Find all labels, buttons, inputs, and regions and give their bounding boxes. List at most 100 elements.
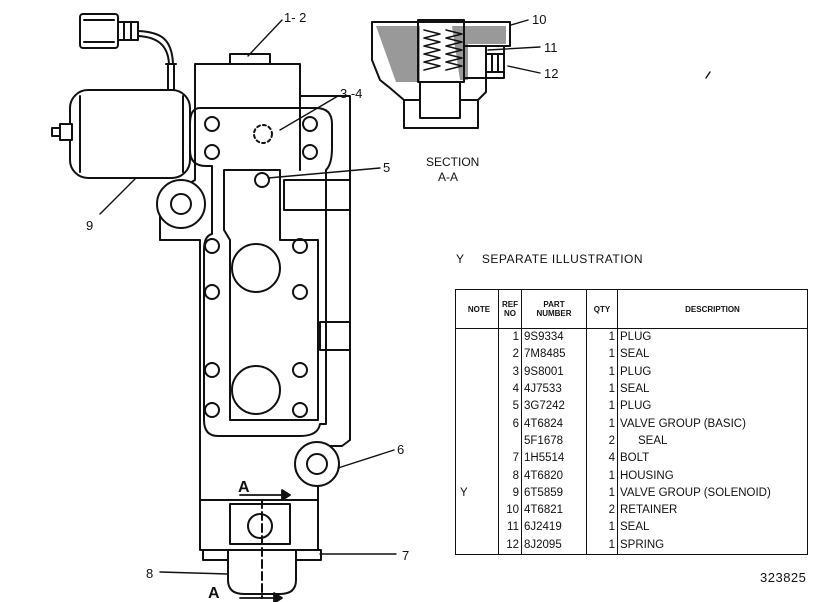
cell-ref: 2 (498, 346, 522, 364)
cell-qty: 1 (586, 519, 618, 537)
cell-part: 9S9334 (521, 328, 587, 347)
cell-desc: VALVE GROUP (SOLENOID) (617, 484, 808, 502)
cell-part: 6J2419 (521, 519, 587, 537)
cell-ref: 10 (498, 501, 522, 520)
section-mark-bottom: A (208, 585, 220, 602)
cell-note (455, 450, 499, 468)
leader-lines (99, 19, 541, 575)
solenoid (51, 89, 191, 179)
callout-7: 7 (402, 548, 409, 563)
header-part-line1: PART (543, 300, 565, 309)
cell-qty: 1 (586, 363, 618, 381)
cell-note: Y (455, 484, 499, 502)
callout-5: 5 (383, 160, 390, 175)
valve-housing (156, 63, 351, 501)
callout-8: 8 (146, 566, 153, 581)
cell-note (455, 415, 499, 433)
cell-part: 4T6820 (521, 467, 587, 485)
cell-part: 5F1678 (521, 432, 587, 451)
cell-part: 4J7533 (521, 380, 587, 399)
cell-part: 1H5514 (521, 450, 587, 468)
cell-ref: 4 (498, 380, 522, 399)
callout-12: 12 (544, 66, 558, 81)
callout-3-4: 3 -4 (340, 86, 362, 101)
cell-ref: 12 (498, 536, 522, 555)
section-label-line2: A-A (438, 170, 458, 184)
cell-desc: BOLT (617, 450, 808, 468)
cell-note (455, 363, 499, 381)
cell-note (455, 398, 499, 416)
cell-ref: 5 (498, 398, 522, 416)
cell-desc: RETAINER (617, 501, 808, 520)
cell-part: 4T6824 (521, 415, 587, 433)
cell-note (455, 536, 499, 555)
cell-ref (498, 432, 522, 451)
callout-11: 11 (544, 40, 558, 55)
section-label-line1: SECTION (426, 155, 479, 169)
callout-6: 6 (397, 442, 404, 457)
header-ref-line1: REF (502, 300, 518, 309)
cell-desc: HOUSING (617, 467, 808, 485)
header-desc: DESCRIPTION (617, 289, 808, 329)
cell-ref: 8 (498, 467, 522, 485)
cell-qty: 1 (586, 346, 618, 364)
cell-ref: 6 (498, 415, 522, 433)
section-arrows (239, 489, 291, 602)
cell-qty: 1 (586, 380, 618, 399)
cell-note (455, 519, 499, 537)
cell-ref: 1 (498, 328, 522, 347)
cell-note (455, 501, 499, 520)
cell-desc: SEAL (617, 519, 808, 537)
cell-desc: PLUG (617, 398, 808, 416)
cell-part: 7M8485 (521, 346, 587, 364)
callout-10: 10 (532, 12, 546, 27)
legend-text: SEPARATE ILLUSTRATION (481, 252, 644, 266)
cell-part: 9S8001 (521, 363, 587, 381)
cell-part: 8J2095 (521, 536, 587, 555)
legend-key: Y (456, 252, 465, 266)
cell-desc: SPRING (617, 536, 808, 555)
cell-note (455, 380, 499, 399)
cell-note (455, 346, 499, 364)
image-number: 323825 (760, 570, 807, 585)
cell-ref: 3 (498, 363, 522, 381)
header-qty: QTY (586, 289, 618, 329)
cell-ref: 11 (498, 519, 522, 537)
top-plug (229, 53, 271, 65)
legend-note: Y SEPARATE ILLUSTRATION (456, 252, 643, 266)
cell-ref: 7 (498, 450, 522, 468)
cell-qty: 1 (586, 467, 618, 485)
cell-part: 3G7242 (521, 398, 587, 416)
cell-qty: 4 (586, 450, 618, 468)
cell-note (455, 328, 499, 347)
cell-qty: 2 (586, 501, 618, 520)
cell-qty: 1 (586, 536, 618, 555)
cell-part: 4T6821 (521, 501, 587, 520)
cell-note (455, 432, 499, 451)
header-note: NOTE (455, 289, 499, 329)
cell-qty: 1 (586, 398, 618, 416)
cell-note (455, 467, 499, 485)
cell-desc: SEAL (617, 380, 808, 399)
cell-desc: SEAL (617, 346, 808, 364)
cell-qty: 1 (586, 328, 618, 347)
cell-qty: 1 (586, 484, 618, 502)
